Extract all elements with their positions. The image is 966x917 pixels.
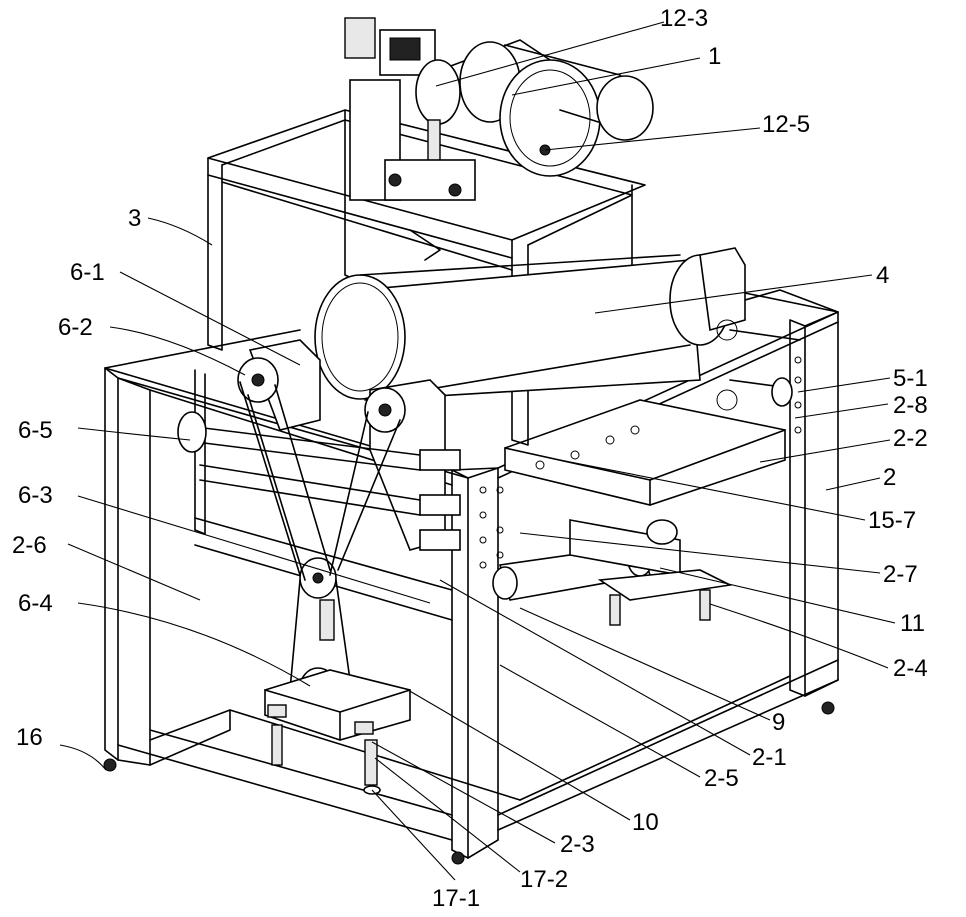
label-17-1: 17-1 bbox=[432, 885, 480, 912]
cross-beam bbox=[505, 400, 785, 505]
label-6-1: 6-1 bbox=[70, 259, 105, 286]
label-2-4: 2-4 bbox=[893, 655, 928, 682]
label-2-5: 2-5 bbox=[704, 765, 739, 792]
label-12-3: 12-3 bbox=[660, 5, 708, 32]
label-5-1: 5-1 bbox=[893, 365, 928, 392]
label-2-8: 2-8 bbox=[893, 392, 928, 419]
lower-roller bbox=[493, 520, 730, 625]
label-2: 2 bbox=[883, 464, 896, 491]
label-6-5: 6-5 bbox=[18, 417, 53, 444]
drum bbox=[315, 248, 745, 410]
label-15-7: 15-7 bbox=[868, 507, 916, 534]
label-12-5: 12-5 bbox=[762, 111, 810, 138]
label-2-3: 2-3 bbox=[560, 831, 595, 858]
label-2-2: 2-2 bbox=[893, 425, 928, 452]
label-16: 16 bbox=[16, 724, 43, 751]
label-3: 3 bbox=[128, 205, 141, 232]
label-10: 10 bbox=[632, 809, 659, 836]
label-17-2: 17-2 bbox=[520, 866, 568, 893]
label-1: 1 bbox=[708, 43, 721, 70]
label-11: 11 bbox=[900, 610, 925, 637]
label-9: 9 bbox=[772, 709, 785, 736]
label-6-3: 6-3 bbox=[18, 482, 53, 509]
label-6-4: 6-4 bbox=[18, 590, 53, 617]
label-2-1: 2-1 bbox=[752, 744, 787, 771]
label-6-2: 6-2 bbox=[58, 314, 93, 341]
label-2-7: 2-7 bbox=[883, 561, 918, 588]
motor-assembly bbox=[345, 18, 653, 260]
label-2-6: 2-6 bbox=[12, 532, 47, 559]
label-4: 4 bbox=[876, 262, 889, 289]
